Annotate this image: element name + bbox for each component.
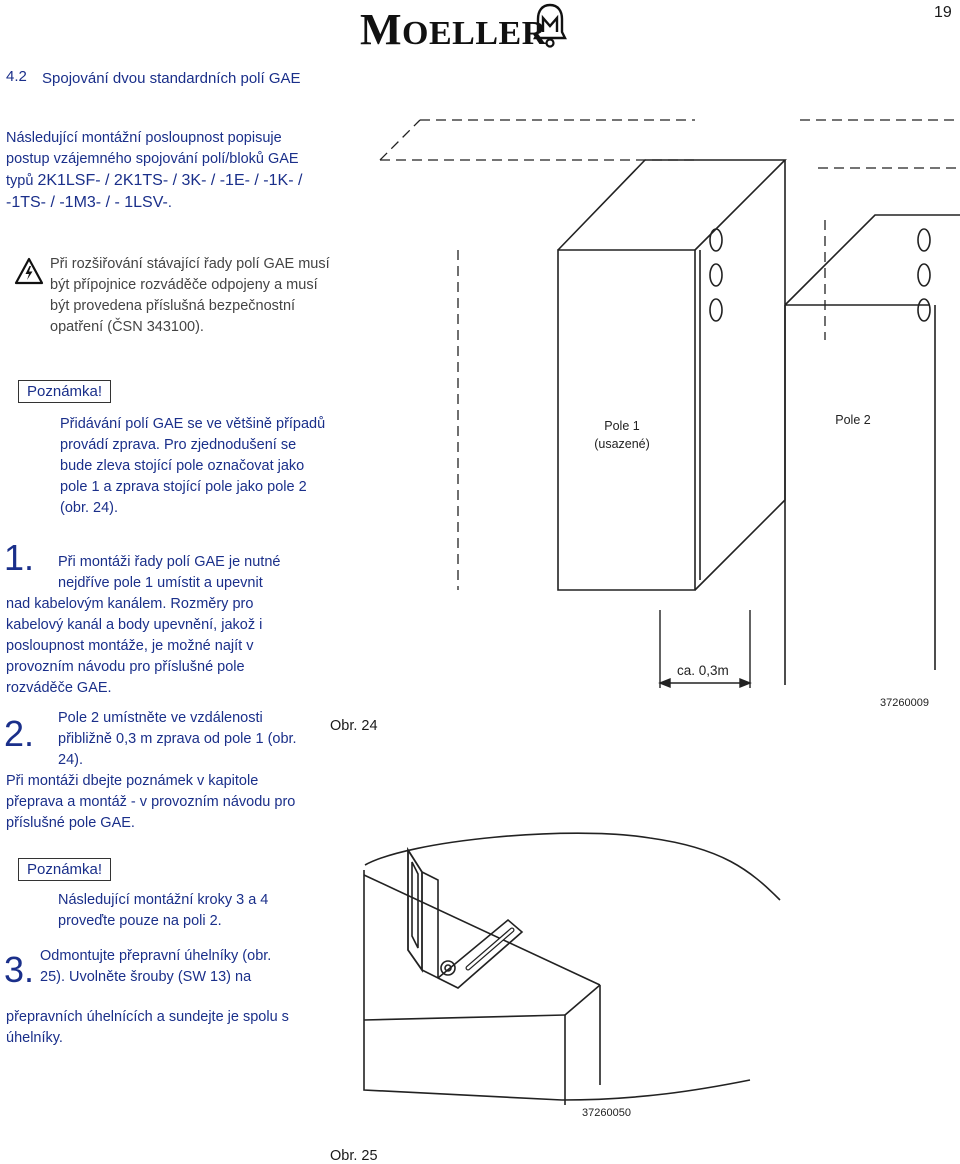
step-text: Odmontujte přepravní úhelníky (obr. 25).… — [40, 948, 272, 985]
note-text: Přidávání polí GAE se ve většině případů… — [60, 416, 326, 516]
page-number: 19 — [934, 4, 952, 21]
moeller-bell-emblem-icon — [533, 3, 567, 48]
pole-1-label: Pole 1 — [604, 419, 639, 433]
detail-circle-outline — [364, 832, 781, 901]
adjacent-panels-outline — [379, 119, 960, 590]
step-text: Při montáži řady polí GAE je nutné nejdř… — [58, 554, 281, 591]
figure-24-caption: Obr. 24 — [330, 718, 378, 734]
intro-types: 2K1LSF- / 2K1TS- / 3K- / -1E- / -1K- / -… — [6, 172, 303, 211]
dimension-label: ca. 0,3m — [677, 663, 729, 678]
figure-24-panels-drawing: Pole 1 (usazené) Pole 2 ca. 0,3m 3726000… — [379, 119, 960, 709]
pole-2-label: Pole 2 — [835, 413, 870, 427]
section-number: 4.2 — [6, 68, 27, 85]
moeller-logo: MOELLER — [360, 4, 547, 55]
pole-1-cabinet — [557, 159, 787, 591]
pole-1-sublabel: (usazené) — [594, 437, 650, 451]
section-title: Spojování dvou standardních polí GAE — [42, 70, 301, 87]
figure-code: 37260050 — [582, 1107, 631, 1119]
intro-paragraph: Následující montážní posloupnost popisuj… — [6, 128, 306, 214]
step-text-continued: nad kabelovým kanálem. Rozměry pro kabel… — [6, 596, 263, 696]
detail-outline-bottom — [363, 870, 751, 1101]
warning-text: Při rozšiřování stávající řady polí GAE … — [50, 256, 330, 335]
step-number: 1. — [4, 537, 35, 578]
note-label: Poznámka! — [18, 858, 112, 881]
step-number: 2. — [4, 713, 35, 754]
logo-initial: M — [360, 5, 403, 54]
dimension-marker — [658, 610, 752, 689]
logo-rest: OELLER — [402, 15, 547, 52]
note-text: Následující montážní kroky 3 a 4 proveďt… — [58, 892, 269, 929]
angle-bracket — [407, 846, 524, 989]
intro-text-b: . — [167, 195, 172, 211]
figure-25-bracket-detail: 37260050 — [363, 832, 781, 1119]
step-number: 3. — [4, 949, 35, 990]
electric-hazard-icon — [14, 257, 44, 285]
step-text: Pole 2 umístněte ve vzdálenosti přibližn… — [58, 710, 297, 768]
intro-text-a: Následující montážní posloupnost popisuj… — [6, 130, 299, 189]
figure-code: 37260009 — [880, 697, 929, 709]
note-label: Poznámka! — [18, 380, 112, 403]
step-text-continued: přepravních úhelnících a sundejte je spo… — [6, 1009, 289, 1046]
figure-25-caption: Obr. 25 — [330, 1148, 378, 1164]
pole-2-cabinet — [784, 214, 960, 685]
step-text-continued: Při montáži dbejte poznámek v kapitole p… — [6, 773, 296, 831]
